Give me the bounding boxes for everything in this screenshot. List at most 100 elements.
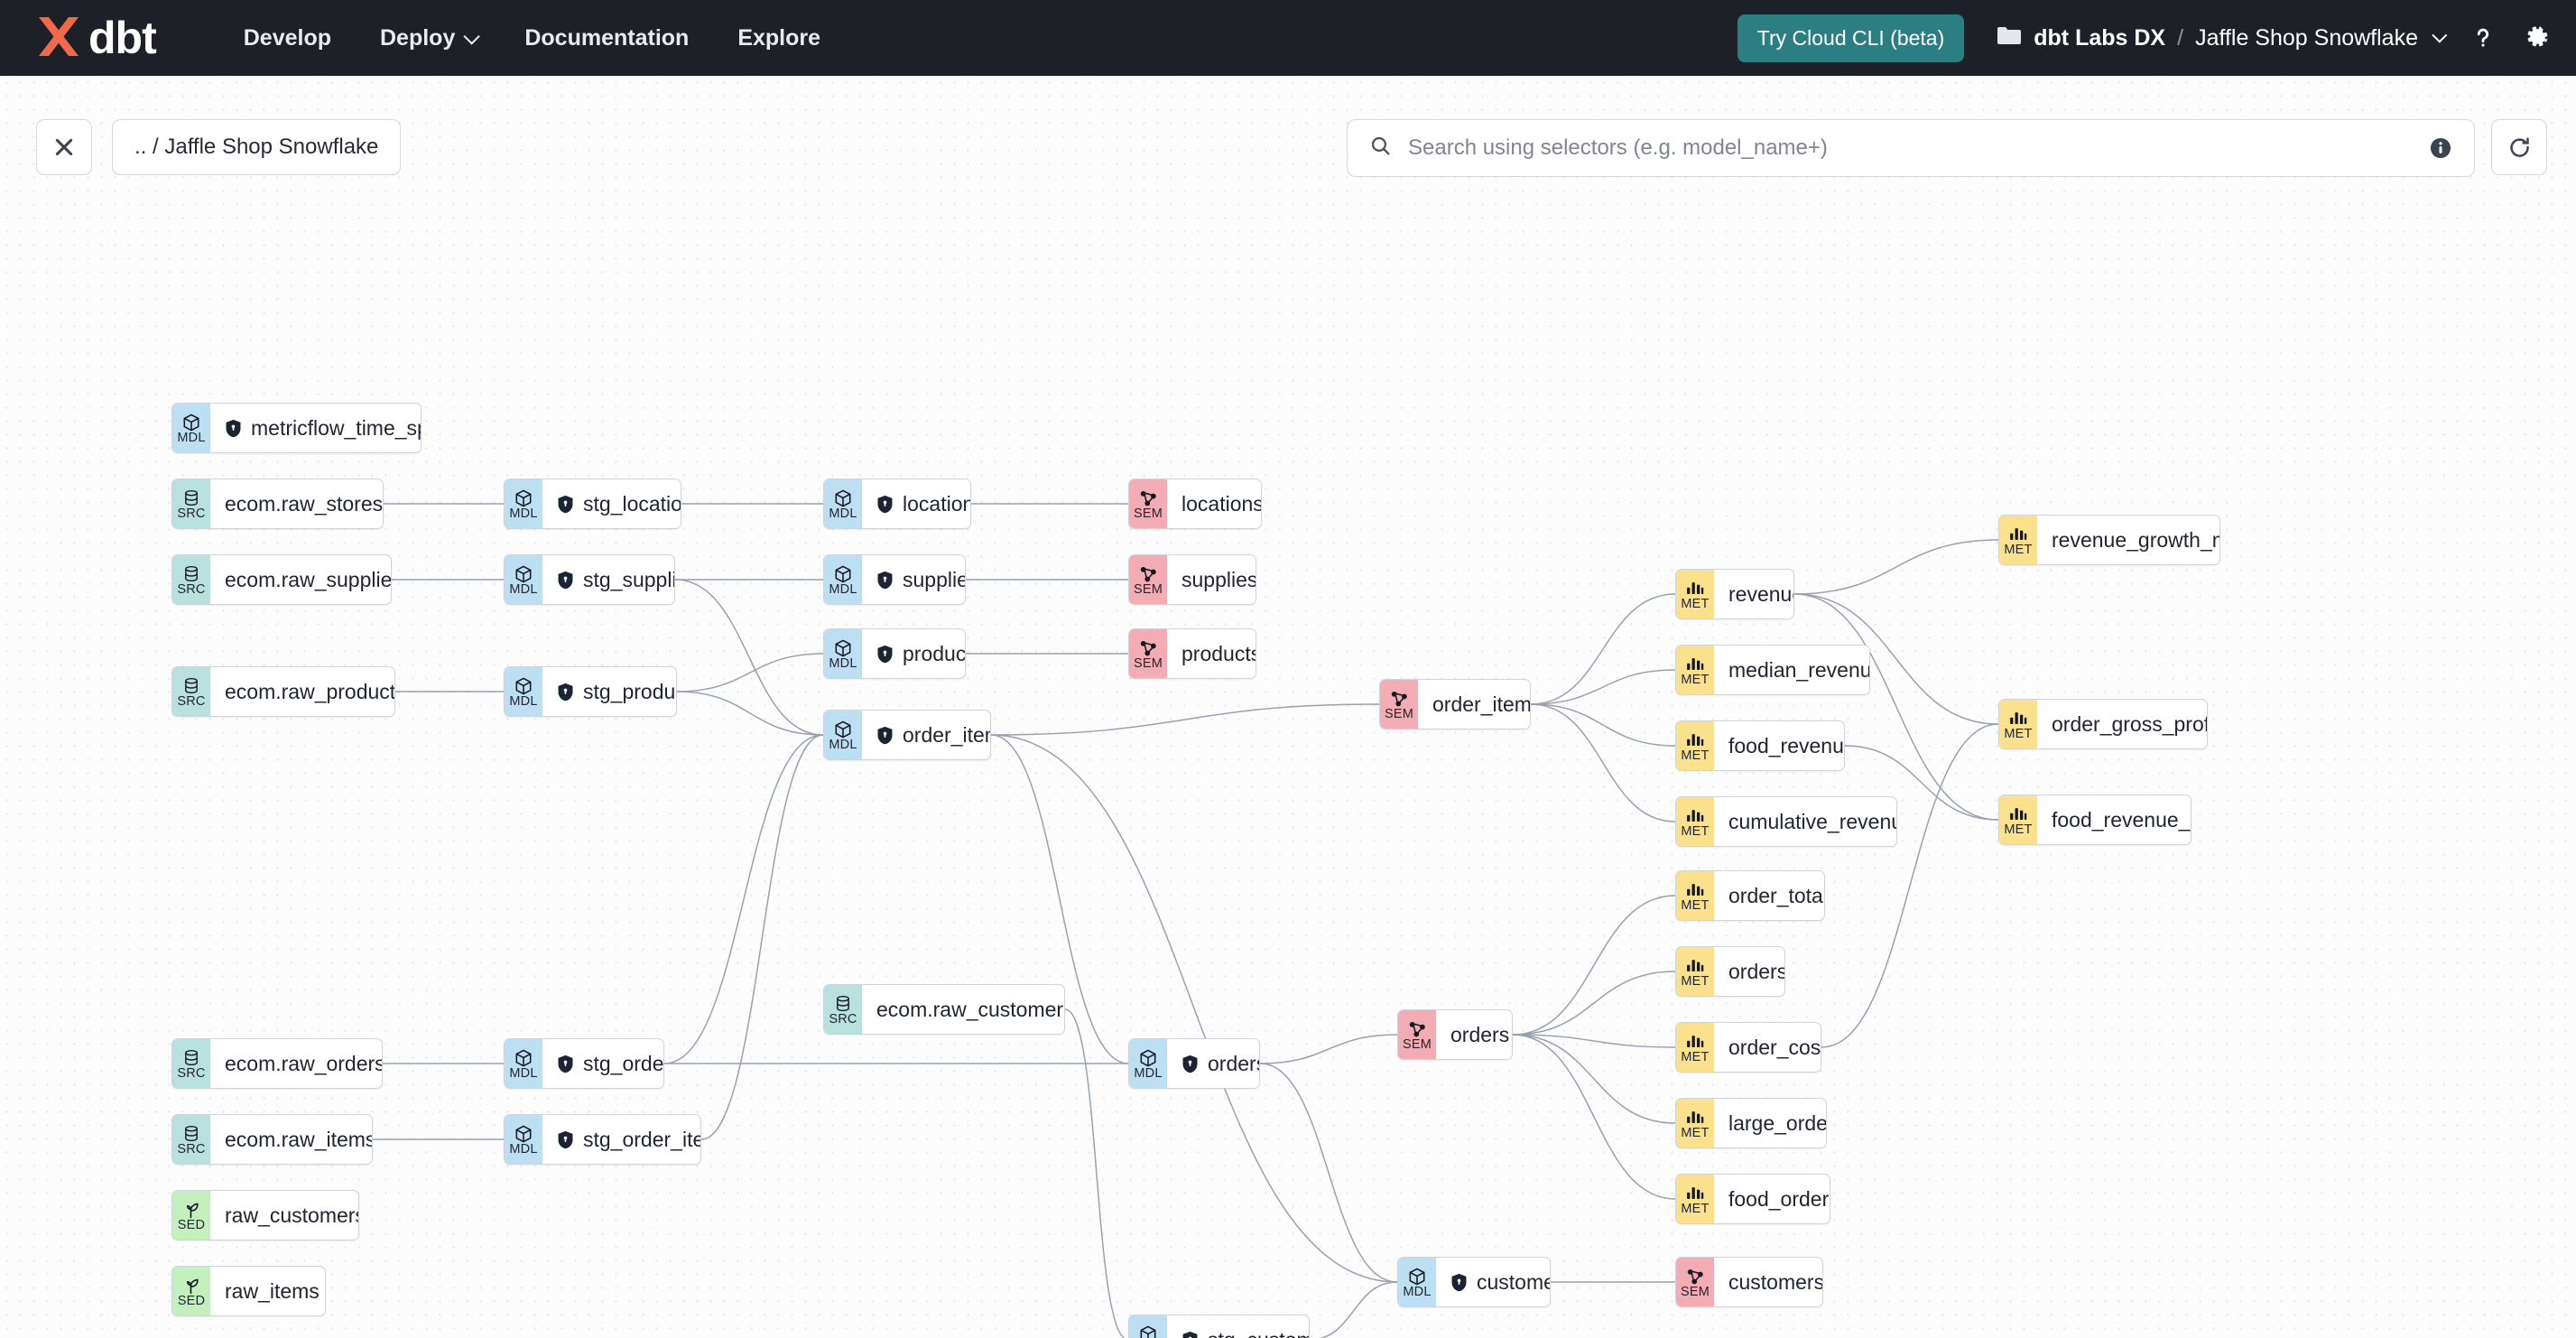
bar-chart-icon: MET — [1676, 797, 1714, 846]
bar-chart-icon: MET — [1999, 516, 2037, 564]
sprout-icon — [181, 1200, 201, 1219]
info-icon[interactable] — [2429, 136, 2452, 160]
graph-node-label: order_gross_profit — [2052, 711, 2208, 736]
breadcrumb-button[interactable]: .. / Jaffle Shop Snowflake — [112, 119, 402, 175]
lineage-graph-canvas[interactable]: .. / Jaffle Shop Snowflake Search using … — [0, 76, 2576, 1338]
graph-node-label: stg_order_items — [583, 1127, 700, 1151]
graph-node-label: ecom.raw_stores — [225, 491, 384, 516]
graph-node-label: supplies — [903, 567, 965, 591]
dbt-wordmark: dbt — [88, 13, 157, 63]
sprout-icon: SED — [172, 1267, 210, 1315]
database-icon — [182, 676, 200, 695]
nav-link-explore[interactable]: Explore — [713, 16, 845, 60]
bar-chart-icon — [2008, 525, 2028, 544]
account-name[interactable]: dbt Labs DX — [2034, 24, 2166, 51]
bar-chart-icon — [1685, 655, 1705, 674]
lineage-edge — [1530, 669, 1676, 705]
cube-icon: MDL — [505, 555, 542, 604]
node-type-label: SEM — [1402, 1037, 1432, 1052]
graph-node-mdl_customers[interactable]: MDLcustomers — [1397, 1257, 1551, 1307]
node-type-label: MDL — [829, 582, 857, 597]
node-graph-icon — [1389, 689, 1409, 708]
graph-node-body: orders — [1714, 947, 1784, 996]
graph-node-met_food_revenue_pct[interactable]: MET food_revenue_pct — [1998, 794, 2191, 845]
project-name[interactable]: Jaffle Shop Snowflake — [2195, 24, 2418, 51]
node-graph-icon: SEM — [1129, 479, 1167, 528]
graph-node-ecom.raw_items[interactable]: SRC ecom.raw_items — [171, 1114, 373, 1165]
nav-link-label: Develop — [243, 24, 331, 51]
node-type-label: MET — [1681, 673, 1710, 687]
graph-node-label: ecom.raw_items — [225, 1127, 373, 1151]
node-type-label: MDL — [829, 738, 857, 752]
settings-button[interactable] — [2524, 24, 2551, 51]
database-icon — [182, 1124, 200, 1143]
database-icon: SRC — [172, 1115, 210, 1164]
node-graph-icon: SEM — [1380, 680, 1418, 729]
bar-chart-icon: MET — [1999, 795, 2037, 844]
dbt-logo[interactable]: dbt — [32, 13, 157, 63]
search-selectors-input[interactable]: Search using selectors (e.g. model_name+… — [1347, 119, 2475, 177]
lineage-edge — [674, 579, 824, 736]
shield-lock-icon — [557, 1130, 574, 1149]
nav-link-develop[interactable]: Develop — [219, 16, 356, 60]
graph-node-mdl_orders[interactable]: MDLorders — [1128, 1038, 1260, 1089]
graph-node-body: locations — [1167, 479, 1262, 528]
node-type-label: SRC — [829, 1012, 857, 1027]
help-button[interactable] — [2469, 24, 2497, 51]
chevron-down-icon[interactable] — [2432, 27, 2448, 43]
refresh-button[interactable] — [2491, 119, 2547, 175]
nav-link-deploy[interactable]: Deploy — [356, 16, 500, 60]
node-type-label: SED — [177, 1294, 206, 1308]
graph-node-label: locations — [1181, 491, 1262, 516]
bar-chart-icon — [1685, 806, 1705, 825]
cube-icon — [514, 676, 533, 695]
graph-node-label: food_revenue_pct — [2052, 807, 2191, 832]
cube-icon — [833, 720, 853, 739]
lineage-edge — [1512, 1034, 1676, 1124]
node-type-label: MET — [1681, 898, 1710, 913]
graph-node-mdl_products[interactable]: MDLproducts — [823, 628, 966, 679]
close-button[interactable] — [36, 119, 92, 175]
graph-node-mdl_supplies[interactable]: MDL supplies — [823, 554, 966, 605]
graph-node-mdl_locations[interactable]: MDLlocations — [823, 479, 971, 529]
node-type-label: MET — [1681, 824, 1710, 839]
try-cloud-cli-button[interactable]: Try Cloud CLI (beta) — [1737, 14, 1965, 62]
graph-node-body: ecom.raw_items — [210, 1115, 373, 1164]
graph-node-body: ecom.raw_stores — [210, 479, 384, 528]
nav-link-documentation[interactable]: Documentation — [500, 16, 713, 60]
breadcrumb-separator: / — [2177, 24, 2184, 51]
graph-node-body: food_revenue_pct — [2037, 795, 2191, 844]
graph-node-sem_locations[interactable]: SEM locations — [1128, 479, 1262, 529]
